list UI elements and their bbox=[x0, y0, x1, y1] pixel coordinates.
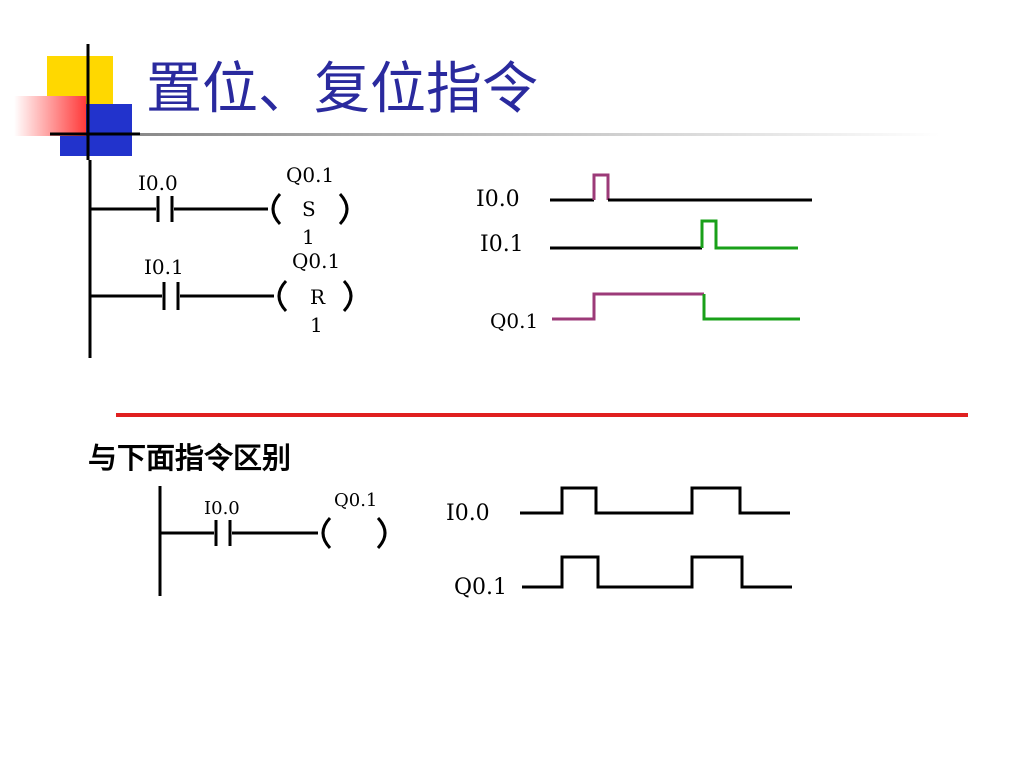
trace-q01-set bbox=[552, 292, 704, 321]
slide-title: 置位、复位指令 bbox=[146, 57, 538, 122]
rung2-coil-label: Q0.1 bbox=[292, 249, 340, 273]
corner-decoration bbox=[14, 44, 940, 160]
trace-i01-pulse bbox=[700, 219, 798, 250]
rung2-coil-right-arc bbox=[342, 279, 353, 313]
ladder-top bbox=[88, 160, 353, 358]
timing-top-label-1: I0.0 bbox=[476, 187, 520, 212]
section-subtitle: 与下面指令区别 bbox=[88, 441, 292, 475]
rung1-coil-op: S bbox=[302, 197, 316, 221]
rung1-coil-right-arc bbox=[338, 192, 349, 226]
rung1-contact-label: I0.0 bbox=[138, 171, 178, 195]
timing-top-traces bbox=[550, 173, 812, 321]
trace-bottom-i00 bbox=[520, 486, 790, 515]
rung1-coil-n: 1 bbox=[302, 225, 315, 249]
rung2-coil-op: R bbox=[310, 285, 326, 309]
bottom-coil-label: Q0.1 bbox=[334, 490, 377, 511]
trace-i00-pulse bbox=[592, 173, 610, 200]
trace-q01-reset bbox=[702, 294, 800, 321]
timing-bottom-label-2: Q0.1 bbox=[454, 575, 507, 600]
timing-top-label-2: I0.1 bbox=[480, 232, 524, 257]
rung2-coil-left-arc bbox=[277, 279, 288, 313]
rung1-coil-left-arc bbox=[271, 192, 282, 226]
rung1-coil-label: Q0.1 bbox=[286, 163, 334, 187]
trace-bottom-q01 bbox=[522, 555, 792, 589]
title-underline bbox=[140, 133, 940, 136]
ladder-bottom bbox=[158, 486, 387, 596]
rung2-coil-n: 1 bbox=[310, 313, 323, 337]
timing-bottom-label-1: I0.0 bbox=[446, 501, 490, 526]
bottom-coil-left-arc bbox=[321, 516, 332, 550]
timing-bottom-traces bbox=[520, 486, 792, 589]
bottom-contact-label: I0.0 bbox=[204, 498, 240, 519]
timing-top-label-3: Q0.1 bbox=[490, 309, 538, 333]
bottom-coil-right-arc bbox=[376, 516, 387, 550]
rung2-contact-label: I0.1 bbox=[144, 255, 184, 279]
deco-red-block bbox=[14, 96, 86, 136]
